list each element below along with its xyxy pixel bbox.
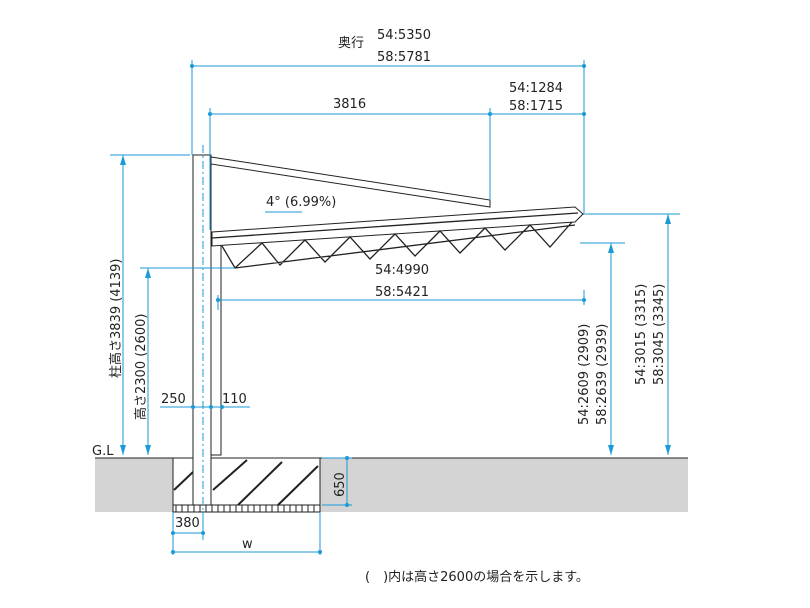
- ground-level-label: G.L: [92, 444, 114, 459]
- downpipe: [210, 231, 222, 456]
- rear-54: 54:1284: [509, 81, 563, 96]
- front-span: 3816: [333, 97, 366, 112]
- high-front-58: 58:3045 (3345): [652, 284, 667, 385]
- gravel-hatch: [175, 505, 315, 512]
- depth-label: 奥行: [338, 36, 364, 51]
- rear-58: 58:1715: [509, 99, 563, 114]
- foundation-depth: 650: [333, 472, 348, 497]
- roof-truss: [221, 221, 576, 270]
- post: [192, 154, 212, 506]
- gutter-width: 110: [222, 392, 247, 407]
- roof-panel: [211, 206, 584, 247]
- post-width: 250: [161, 392, 186, 407]
- concrete-hatch: [173, 459, 319, 506]
- low-front-58: 58:2639 (2939): [595, 324, 610, 425]
- footnote: ( )内は高さ2600の場合を示します。: [365, 569, 589, 585]
- dimension-lines: [110, 60, 680, 555]
- slope-label: 4° (6.99%): [266, 195, 336, 210]
- roof-edge: [211, 212, 579, 239]
- depth-54: 54:5350: [377, 28, 431, 43]
- post-height: 柱高さ3839 (4139): [108, 259, 124, 378]
- clear-height: 高さ2300 (2600): [133, 314, 149, 420]
- support-beam: [210, 156, 491, 208]
- foundation-width: w: [242, 537, 253, 552]
- low-front-54: 54:2609 (2909): [577, 324, 592, 425]
- roof-len-54: 54:4990: [375, 263, 429, 278]
- foundation-offset: 380: [175, 516, 200, 531]
- roof-len-58: 58:5421: [375, 285, 429, 300]
- depth-58: 58:5781: [377, 50, 431, 65]
- gravel-bed: [172, 504, 321, 513]
- high-front-54: 54:3015 (3315): [634, 284, 649, 385]
